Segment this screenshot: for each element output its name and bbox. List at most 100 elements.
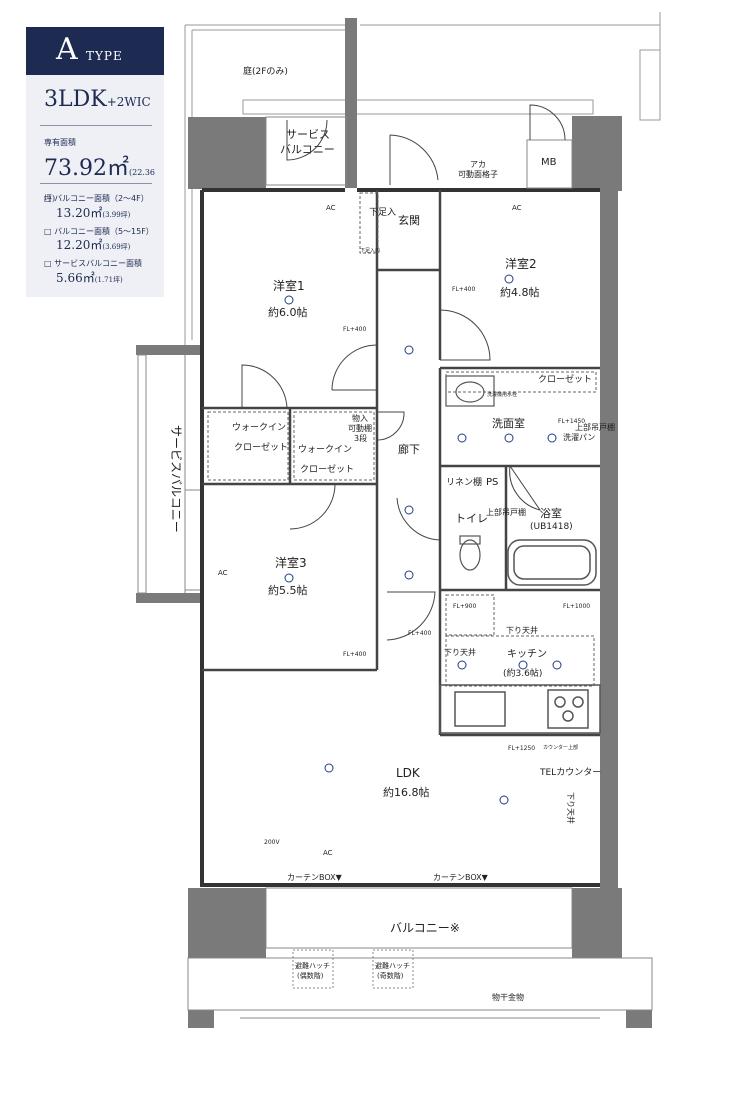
balcony-a-value: 13.20㎡(3.99坪) [56, 204, 130, 221]
shoe-box-label: 下足入 [369, 207, 396, 218]
card-divider [40, 183, 152, 184]
ldk-size: 約16.8帖 [383, 785, 430, 799]
card-divider [40, 125, 152, 126]
lattice-label-1: アカ [470, 160, 486, 169]
balcony-a-label: □ バルコニー面積（2～4F） [44, 194, 149, 203]
kitchen-label: キッチン [507, 648, 547, 660]
wic2-label-1: ウォークイン [298, 444, 352, 455]
wic1-label-1: ウォークイン [232, 422, 286, 433]
counter-top-label: カウンター上部 [543, 744, 578, 751]
exclusive-area-value: 73.92㎡(22.36坪) [44, 150, 164, 207]
balcony-b-tsubo: (3.69坪) [102, 243, 131, 251]
side-service-balcony-label: サービスバルコニー [169, 425, 183, 533]
service-balcony-top-1: サービス [286, 128, 330, 141]
corridor-label: 廊下 [398, 442, 420, 456]
room3-size: 約5.5帖 [268, 583, 308, 597]
washer-cabinet-label: 上部吊戸棚 [575, 422, 615, 432]
type-letter: A [56, 32, 78, 67]
electrical-symbols [284, 274, 562, 805]
wash-outlet-label: 洗濯機用水栓 [487, 391, 517, 398]
storage-label-1: 物入 [352, 413, 368, 423]
layout-main: 3LDK [44, 87, 107, 112]
linen-label: リネン棚 [446, 476, 482, 488]
fl1250-label: FL+1250 [508, 745, 535, 752]
fl400-room3: FL+400 [343, 651, 366, 658]
washbasin [445, 375, 495, 407]
closet-outlines [207, 192, 597, 687]
kitchen-counter [439, 684, 601, 734]
service-balcony-value: 5.66㎡(1.71坪) [56, 269, 123, 286]
exclusive-value: 73.92㎡ [44, 156, 129, 181]
balcony-b-label: □ バルコニー面積（5～15F） [44, 227, 154, 236]
hatch-odd-2: (奇数階) [377, 971, 404, 980]
lowered-ceiling-left: 下り天井 [444, 647, 476, 657]
fl1000-label: FL+1000 [563, 603, 590, 610]
lowered-ceiling-right: 下り天井 [566, 792, 576, 824]
door-swings [241, 104, 566, 641]
toilet-cabinet-label: 上部吊戸棚 [486, 507, 526, 517]
ldk-label: LDK [396, 766, 421, 780]
storage-label-2: 可動棚 [348, 423, 372, 433]
balcony-b-area: 12.20㎡ [56, 238, 103, 252]
type-card: A TYPE 3LDK+2WIC 専有面積 73.92㎡(22.36坪) □ バ… [26, 27, 164, 297]
exclusive-tsubo: (22.36坪) [44, 168, 156, 203]
bathtub [507, 539, 597, 586]
structural-walls [136, 18, 652, 1028]
balcony-label: バルコニー※ [390, 921, 460, 935]
fl400-corridor: FL+400 [408, 630, 431, 637]
hatch-even-1: 避難ハッチ [295, 961, 330, 970]
service-tsubo: (1.71坪) [94, 276, 123, 284]
room1-label: 洋室1 [273, 278, 305, 293]
ac-label-room1: AC [326, 204, 336, 212]
room3-label: 洋室3 [275, 555, 307, 570]
balcony-a-area: 13.20㎡ [56, 206, 103, 220]
mb-label: MB [541, 157, 557, 168]
ac-label-room2: AC [512, 204, 522, 212]
tel-counter-label: TELカウンター [539, 767, 601, 778]
hatch-even-2: (偶数階) [297, 971, 324, 980]
toilet-fixture [459, 535, 481, 571]
kitchen-size: (約3.6帖) [503, 667, 542, 679]
shoe-box-small-label: 下足入内 [360, 247, 380, 254]
ps-label: PS [486, 477, 498, 488]
service-balcony-label: □ サービスバルコニー面積 [44, 259, 142, 268]
lowered-ceiling-kitchen: 下り天井 [506, 625, 538, 635]
room2-label: 洋室2 [505, 256, 537, 271]
layout-label: 3LDK+2WIC [44, 87, 151, 112]
storage-label-3: 3段 [354, 433, 367, 443]
wic2-label-2: クローゼット [300, 463, 354, 475]
top-service-balcony [265, 116, 573, 189]
room2-size: 約4.8帖 [500, 285, 540, 299]
service-balcony-top-2: バルコニー [280, 143, 335, 156]
balcony-b-value: 12.20㎡(3.69坪) [56, 236, 130, 253]
interior-walls [202, 190, 600, 737]
washroom-label: 洗面室 [492, 416, 525, 430]
closet-label: クローゼット [538, 373, 592, 385]
type-word: TYPE [86, 49, 123, 63]
wic1-label-2: クローゼット [234, 441, 288, 453]
fl1450-label: FL+1450 [558, 418, 585, 425]
lattice-label-2: 可動面格子 [458, 169, 498, 179]
ac-label-room3: AC [218, 569, 228, 577]
balcony-a-tsubo: (3.99坪) [102, 211, 131, 219]
type-card-header: A TYPE [26, 27, 164, 75]
laundry-pole-label: 物干金物 [492, 992, 524, 1002]
bath-label: 浴室 [540, 506, 562, 520]
washer-pan-label: 洗濯パン [563, 432, 595, 442]
room1-size: 約6.0帖 [268, 305, 308, 319]
unit-walls [200, 188, 600, 887]
exclusive-area-label: 専有面積 [44, 138, 76, 147]
hatch-odd-1: 避難ハッチ [375, 961, 410, 970]
fl900-label: FL+900 [453, 603, 476, 610]
bath-model-label: (UB1418) [530, 522, 573, 532]
service-area: 5.66㎡ [56, 271, 95, 285]
curtain-box-2: カーテンBOX▼ [433, 873, 489, 882]
curtain-box-1: カーテンBOX▼ [287, 873, 343, 882]
fl400-room1: FL+400 [343, 326, 366, 333]
garden-label: 庭(2Fのみ) [243, 65, 288, 77]
balcony-structure [187, 887, 653, 1019]
toilet-label: トイレ [455, 512, 488, 525]
ac-label-ldk: AC [323, 849, 333, 857]
entrance-label: 玄関 [398, 213, 420, 227]
